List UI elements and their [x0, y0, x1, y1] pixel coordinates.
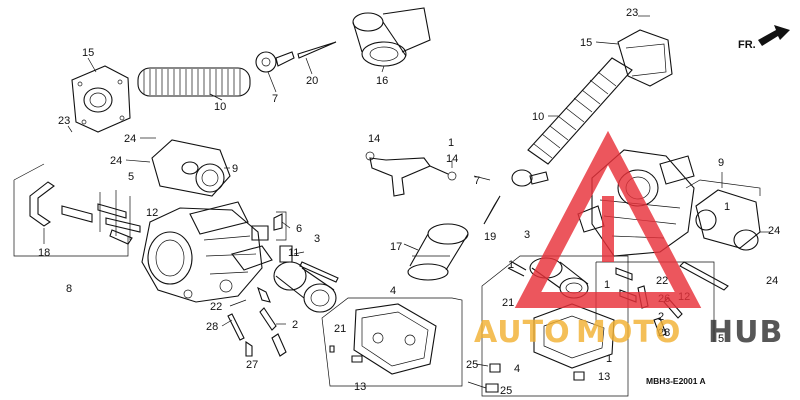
front-direction-label: FR.	[738, 39, 756, 51]
part-number-labels: 15 23 10 7 20 16 24 24 9 5 12 18 8 6 11 …	[38, 7, 780, 397]
part-label: 1	[606, 353, 612, 365]
automotohub-watermark: AUTO MOTO HUB	[474, 130, 783, 350]
leader-lines	[43, 15, 770, 389]
watermark-word-moto: MOTO	[576, 315, 681, 350]
part-label: 28	[658, 327, 670, 339]
float-chamber-part	[273, 245, 337, 313]
part-label: 27	[246, 359, 258, 371]
jet-needle-part	[255, 41, 337, 73]
part-label: 13	[598, 371, 610, 383]
part-label: 17	[390, 241, 402, 253]
part-label: 16	[376, 75, 388, 87]
part-label: 24	[768, 225, 780, 237]
vacuum-piston-part-right	[685, 179, 761, 251]
part-label: 12	[146, 207, 158, 219]
part-label: 22	[656, 275, 668, 287]
part-label: 7	[474, 175, 480, 187]
part-label: 21	[334, 323, 346, 335]
part-label: 1	[604, 279, 610, 291]
part-label: 11	[288, 247, 299, 259]
spring-part	[137, 67, 251, 97]
part-label: 22	[210, 301, 222, 313]
air-funnel-part	[352, 7, 431, 67]
part-label: 2	[658, 311, 664, 323]
part-label: 8	[66, 283, 72, 295]
part-label: 6	[296, 223, 302, 235]
part-label: 21	[502, 297, 514, 309]
part-label: 5	[128, 171, 134, 183]
part-label: 24	[124, 133, 136, 145]
top-cover-part	[71, 65, 131, 133]
choke-cable-part	[29, 181, 93, 227]
part-label: 9	[718, 157, 724, 169]
part-label: 2	[292, 319, 298, 331]
part-label: 1	[448, 137, 454, 149]
pilot-screw-set-part	[97, 190, 141, 245]
part-label: 14	[446, 153, 458, 165]
part-label: 1	[724, 201, 730, 213]
part-label: 14	[368, 133, 380, 145]
part-label: 4	[390, 285, 396, 297]
watermark-word-auto: AUTO	[474, 315, 571, 350]
part-label: 24	[110, 155, 122, 167]
part-label: 4	[514, 363, 520, 375]
carburetor-body-part	[141, 201, 273, 303]
float-pin-part	[299, 261, 339, 283]
gasket-plate-part	[329, 303, 437, 375]
part-label: 25	[466, 359, 478, 371]
part-label: 18	[38, 247, 50, 259]
part-label: 19	[484, 231, 496, 243]
front-direction-arrow: FR.	[738, 25, 790, 51]
main-jet-set-part	[227, 213, 287, 357]
part-label: 3	[524, 229, 530, 241]
part-label: 25	[500, 385, 512, 397]
part-label: 10	[214, 101, 226, 113]
part-label: 3	[314, 233, 320, 245]
insulator-funnel-part	[407, 223, 469, 281]
watermark-triangle-logo	[514, 130, 702, 308]
watermark-word-hub: HUB	[708, 315, 783, 350]
gasket-box-outline-left	[321, 297, 463, 387]
part-label: 20	[306, 75, 318, 87]
part-label: 7	[272, 93, 278, 105]
spring-part-right	[527, 57, 633, 165]
part-label: 13	[354, 381, 366, 393]
diagram-code: MBH3-E2001 A	[646, 376, 706, 386]
center-parts-group	[321, 151, 469, 387]
vacuum-piston-part	[151, 139, 231, 197]
part-label: 24	[766, 275, 778, 287]
part-label: 28	[206, 321, 218, 333]
left-carburetor-group	[13, 7, 431, 357]
part-label: 15	[580, 37, 592, 49]
bracket-outline-8	[13, 163, 129, 257]
part-label: 9	[232, 163, 238, 175]
part-label: 23	[626, 7, 638, 19]
part-label: 23	[58, 115, 70, 127]
part-label: 10	[532, 111, 544, 123]
part-label: 1	[508, 259, 514, 271]
top-cover-part-right	[617, 29, 673, 87]
jet-needle-part-right	[483, 169, 549, 225]
part-label: 15	[82, 47, 94, 59]
gasket-box-outline-right	[481, 255, 629, 397]
fuel-joint-part	[365, 151, 457, 197]
part-label: 5	[718, 333, 724, 345]
